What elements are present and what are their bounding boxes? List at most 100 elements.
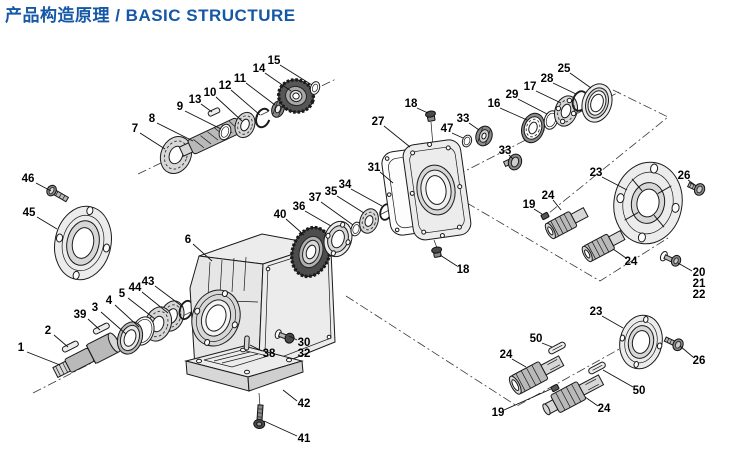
pin-13 xyxy=(207,107,221,117)
bolt-41 xyxy=(253,404,266,429)
output-bearing-chain xyxy=(521,83,613,144)
part-label-24: 24 xyxy=(542,190,555,202)
leader-line-24 xyxy=(552,199,562,211)
bolt-washer-20-21-22 xyxy=(659,250,682,267)
leader-line-45 xyxy=(36,216,58,230)
part-label-50: 50 xyxy=(633,385,646,397)
part-label-47: 47 xyxy=(441,123,454,135)
part-label-11: 11 xyxy=(234,73,247,85)
leader-line-23 xyxy=(601,315,624,329)
part-label-15: 15 xyxy=(268,55,281,67)
leader-line-6 xyxy=(192,243,213,262)
part-label-34: 34 xyxy=(339,179,352,191)
worm-shaft-assembly xyxy=(159,78,321,174)
key-2 xyxy=(61,340,79,353)
leader-line-17 xyxy=(535,90,562,104)
bolt-26-lower xyxy=(663,336,684,352)
page-title: 产品构造原理 / BASIC STRUCTURE xyxy=(5,5,296,25)
housing-bore xyxy=(191,289,241,347)
leader-line-41 xyxy=(263,420,298,437)
part-label-7: 7 xyxy=(132,123,138,135)
part-label-38: 38 xyxy=(263,348,276,360)
leader-line-4 xyxy=(114,304,140,328)
part-label-13: 13 xyxy=(189,94,202,106)
ring-9 xyxy=(218,123,232,141)
leader-line-14 xyxy=(264,72,292,92)
part-label-50: 50 xyxy=(530,333,543,345)
leader-line-47 xyxy=(451,132,464,139)
input-shaft-assembly xyxy=(52,299,194,379)
part-label-36: 36 xyxy=(293,201,306,213)
output-shaft-24-c xyxy=(508,355,565,395)
leader-line-7 xyxy=(139,132,166,150)
leader-line-35 xyxy=(336,195,365,214)
part-label-14: 14 xyxy=(253,63,266,75)
part-label-18: 18 xyxy=(405,98,418,110)
part-label-33: 33 xyxy=(457,113,470,125)
key-39 xyxy=(92,322,110,335)
worm-gear-40 xyxy=(290,225,332,279)
part-label-10: 10 xyxy=(204,87,217,99)
part-label-5: 5 xyxy=(119,288,126,300)
leader-line-24 xyxy=(612,248,627,259)
leader-line-15 xyxy=(279,64,313,86)
part-label-24: 24 xyxy=(625,256,638,268)
part-label-30: 30 xyxy=(298,337,311,349)
leader-line-11 xyxy=(245,82,276,106)
part-label-18: 18 xyxy=(457,264,470,276)
end-flange-45 xyxy=(54,205,112,281)
base-plate-42 xyxy=(184,345,304,392)
part-label-35: 35 xyxy=(325,186,338,198)
part-label-25: 25 xyxy=(558,63,571,75)
cover-27 xyxy=(402,139,472,241)
output-shaft-24-d xyxy=(542,374,605,416)
breather-plug-18 xyxy=(425,110,436,122)
part-label-45: 45 xyxy=(23,207,36,219)
part-label-43: 43 xyxy=(142,276,155,288)
key-19-a xyxy=(540,212,550,220)
part-label-23: 23 xyxy=(590,306,603,318)
part-label-17: 17 xyxy=(524,81,537,93)
part-label-28: 28 xyxy=(541,73,554,85)
leader-line-43 xyxy=(154,285,184,308)
leader-line-44 xyxy=(141,291,169,314)
leader-line-40 xyxy=(285,218,305,236)
part-label-9: 9 xyxy=(177,101,183,113)
drain-plug-18 xyxy=(431,246,443,258)
leader-line-24 xyxy=(584,396,599,407)
bearing-16 xyxy=(521,112,545,144)
part-label-4: 4 xyxy=(106,295,113,307)
part-label-6: 6 xyxy=(185,234,191,246)
part-label-1: 1 xyxy=(18,342,25,354)
bearing-cap-25 xyxy=(581,83,613,123)
leader-line-33 xyxy=(468,122,480,131)
leader-line-38 xyxy=(249,344,263,352)
leader-line-19 xyxy=(533,208,543,215)
bolt-46 xyxy=(46,184,70,203)
oil-seal-3 xyxy=(116,321,144,355)
leader-line-25 xyxy=(569,72,592,89)
washer-47 xyxy=(461,134,473,148)
leader-line-20 xyxy=(677,262,693,272)
part-label-20: 20 xyxy=(693,267,706,279)
output-flange-23-upper xyxy=(613,161,683,245)
leader-line-18 xyxy=(439,254,458,267)
leader-line-12 xyxy=(230,89,261,116)
leader-line-27 xyxy=(383,125,411,148)
stem-lines xyxy=(245,121,438,407)
leader-line-36 xyxy=(304,210,332,227)
leader-line-42 xyxy=(282,389,298,402)
part-label-22: 22 xyxy=(693,289,706,301)
bolt-26-upper xyxy=(686,181,706,196)
part-label-26: 26 xyxy=(693,355,706,367)
output-shaft-24-b xyxy=(581,230,626,263)
leader-line-33 xyxy=(508,154,514,160)
pin-38 xyxy=(243,335,250,351)
part-label-32: 32 xyxy=(298,348,311,360)
part-label-29: 29 xyxy=(506,89,519,101)
ring-37 xyxy=(350,221,362,237)
leader-line-9 xyxy=(184,110,222,130)
input-shaft-1 xyxy=(52,332,121,379)
